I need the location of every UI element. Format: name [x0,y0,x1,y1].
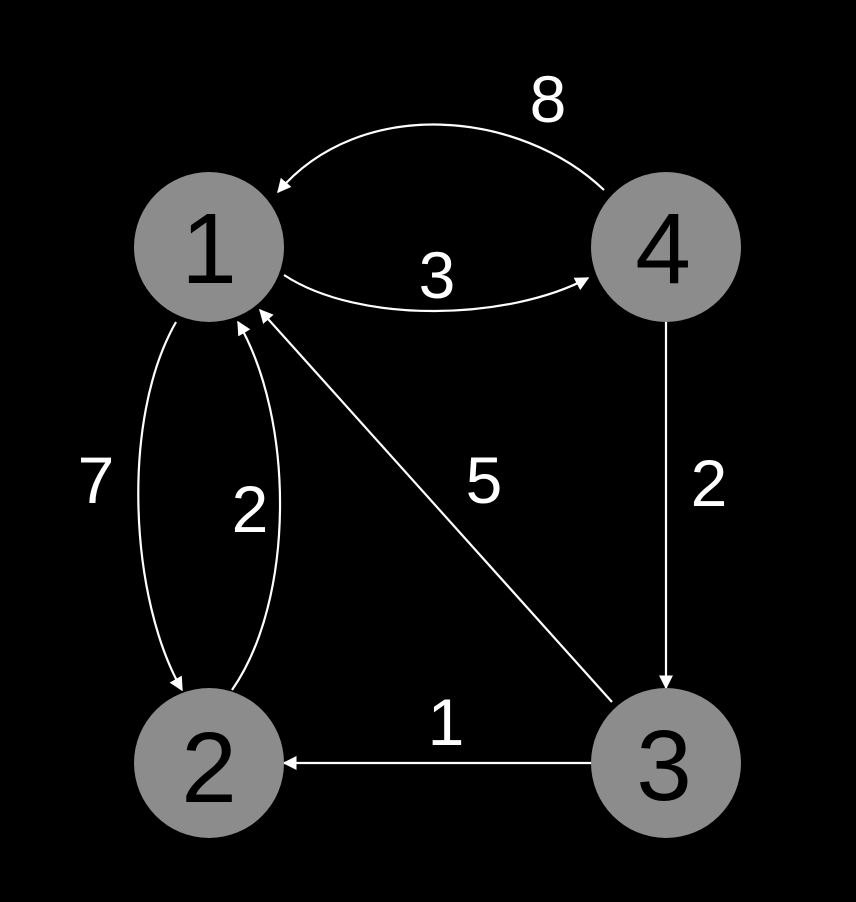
edge-1-to-2 [137,321,183,692]
edge-weight-3-1: 5 [466,443,503,517]
edge-3-to-1 [259,308,613,703]
edge-weight-4-3: 2 [691,446,728,520]
node-2: 2 [134,688,284,838]
edge-2-to-1 [231,320,282,691]
node-2-label: 2 [181,712,237,824]
edge-4-to-1 [277,123,605,194]
node-1-label: 1 [181,193,237,305]
edge-weight-3-2: 1 [428,685,465,759]
edge-weight-1-4: 3 [419,238,456,312]
edge-weight-1-2: 7 [78,443,115,517]
node-3: 3 [591,688,741,838]
node-4-label: 4 [635,193,691,305]
node-1: 1 [134,172,284,322]
edge-1-to-4 [283,274,590,313]
node-4: 4 [591,172,741,322]
edge-weight-4-1: 8 [530,62,567,136]
edge-weight-2-1: 2 [232,472,269,546]
node-3-label: 3 [636,710,692,822]
